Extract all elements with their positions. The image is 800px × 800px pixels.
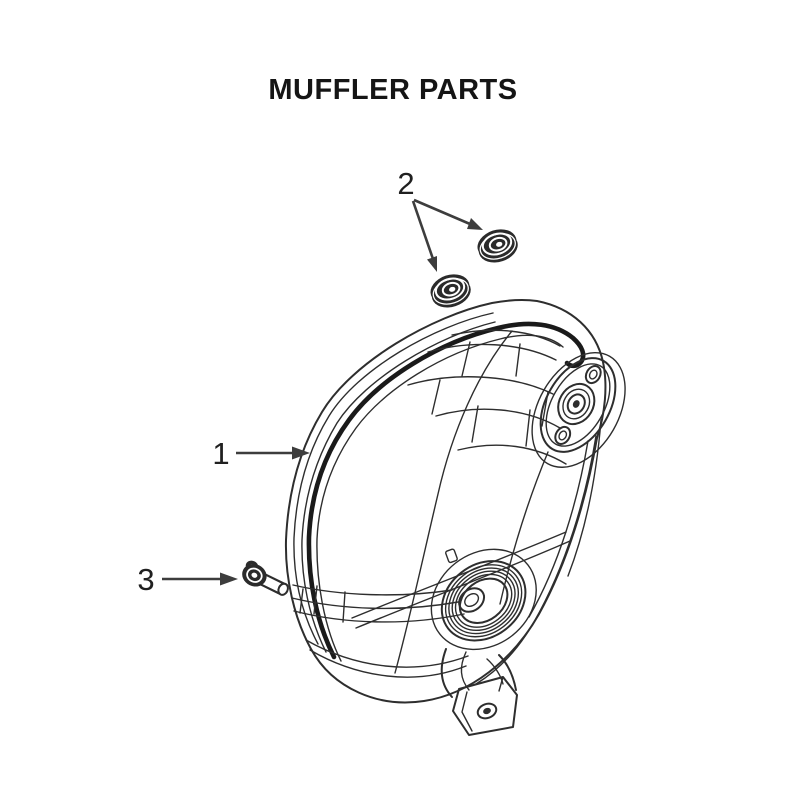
inlet-port [557,382,596,426]
flange-bolt [242,560,289,596]
rim-line-inner [301,321,496,653]
callout-2-label: 2 [397,166,414,201]
bracket-hole [476,702,498,720]
flange-bolt-hole-upper [584,365,602,385]
rim-line-outer [293,312,494,645]
mounting-bracket [440,648,518,736]
callout-1: 1 [212,436,310,471]
outlet-port [430,548,537,651]
inlet-flange [531,351,626,468]
callout-2: 2 [397,166,483,272]
callout-2-arrow-upper [413,198,483,230]
muffler-body-drawing [284,298,607,704]
flange-nut-lower [430,274,471,308]
callout-3-arrow [162,572,238,586]
callout-1-arrow [236,446,310,460]
right-shell-line-1 [475,435,597,685]
callout-3-label: 3 [137,562,154,597]
face-wrap-line-2 [355,540,571,629]
callout-1-label: 1 [212,436,229,471]
bracket-foot [452,676,518,736]
callout-3: 3 [137,562,238,597]
callout-2-arrow-lower [411,200,437,272]
flange-nut-upper [477,229,518,263]
face-crease [394,330,513,674]
muffler-outline [284,298,607,704]
right-shell-line-3 [567,419,602,577]
flange-bolt-hole-lower [554,425,572,445]
rib-lattice [407,329,567,465]
outlet-tab [445,548,458,564]
page-title: MUFFLER PARTS [268,74,518,106]
seam-band [306,321,586,660]
